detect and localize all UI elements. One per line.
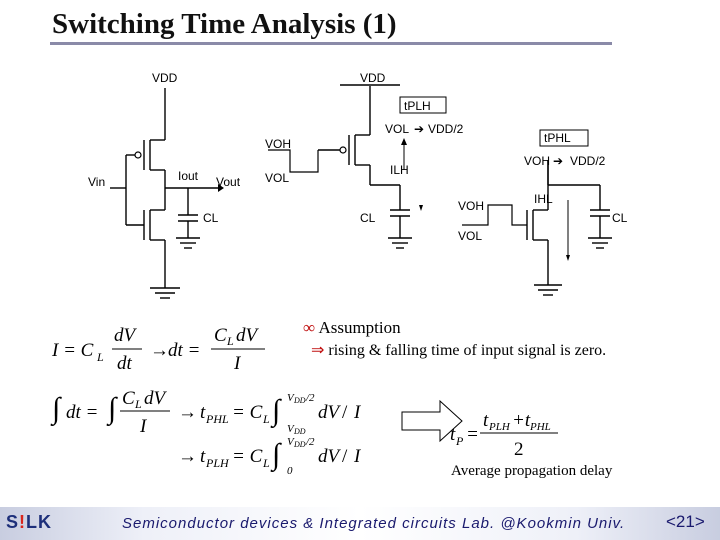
assumption-detail: ⇒ rising & falling time of input signal … — [311, 342, 607, 359]
svg-text:V: V — [287, 423, 295, 435]
svg-text:I: I — [139, 416, 148, 437]
svg-text:2: 2 — [514, 439, 524, 460]
svg-text:PHL: PHL — [205, 412, 229, 426]
arrow-icon: ⇒ — [311, 342, 325, 359]
svg-text:∫: ∫ — [270, 438, 282, 473]
vol-to-label: VOL — [385, 122, 409, 136]
right-voh-label: VOH — [458, 199, 484, 213]
svg-text:L: L — [96, 350, 104, 364]
arrow-right-icon-2: ➔ — [553, 154, 563, 168]
right-vol-label: VOL — [458, 229, 482, 243]
svg-text:+t: +t — [512, 410, 531, 431]
svg-text:/: / — [342, 402, 348, 423]
svg-text:dt: dt — [117, 353, 133, 374]
assumption-title: ∞ Assumption — [303, 318, 401, 337]
svg-text:/2: /2 — [305, 436, 315, 448]
svg-text:dV: dV — [144, 388, 168, 409]
svg-text:t: t — [200, 402, 206, 423]
iout-label: Iout — [178, 169, 199, 183]
svg-text:=: = — [466, 424, 479, 445]
svg-text:I = C: I = C — [51, 340, 94, 361]
svg-text:0: 0 — [287, 465, 293, 477]
vout-label: Vout — [216, 175, 241, 189]
svg-text:t: t — [450, 424, 456, 445]
svg-text:dV: dV — [114, 325, 138, 346]
circuit-diagram: VDD Vin Iout Vout CL VDD tPLH VOH VOL ➔ … — [50, 71, 628, 477]
left-cl-label: CL — [203, 211, 219, 225]
average-delay-label: Average propagation delay — [451, 463, 613, 479]
slide-title: Switching Time Analysis (1) — [52, 8, 397, 40]
right-vdd-half-label: VDD/2 — [570, 154, 606, 168]
svg-text:dV: dV — [236, 325, 260, 346]
svg-text:PHL: PHL — [529, 421, 551, 433]
svg-text:DD: DD — [293, 427, 306, 436]
tphl-label: tPHL — [544, 131, 571, 145]
middle-vdd-label: VDD — [360, 71, 386, 85]
ihl-label: IHL — [534, 192, 553, 206]
svg-text:L: L — [262, 456, 270, 470]
svg-text:dV: dV — [318, 446, 342, 467]
svg-text:L: L — [226, 334, 234, 348]
svg-text:∫: ∫ — [50, 392, 62, 427]
left-vdd-label: VDD — [152, 71, 178, 85]
svg-text:= C: = C — [232, 402, 263, 423]
svg-text:dV: dV — [318, 402, 342, 423]
svg-text:I: I — [353, 402, 362, 423]
svg-text:L: L — [134, 397, 142, 411]
svg-text:V: V — [287, 436, 295, 448]
tplh-label: tPLH — [404, 99, 431, 113]
svg-text:/2: /2 — [305, 392, 315, 404]
svg-text:t: t — [200, 446, 206, 467]
svg-text:P: P — [455, 434, 464, 448]
middle-cl-label: CL — [360, 211, 376, 225]
svg-text:dt =: dt = — [66, 402, 98, 423]
middle-vdd-half-label: VDD/2 — [428, 122, 464, 136]
voh-to-label: VOH — [524, 154, 550, 168]
svg-text:L: L — [262, 412, 270, 426]
svg-text:→: → — [178, 446, 197, 467]
footer-bar — [0, 507, 720, 540]
svg-text:V: V — [287, 392, 295, 404]
svg-text:∫: ∫ — [270, 394, 282, 429]
svg-text:dt =: dt = — [168, 340, 200, 361]
svg-text:PLH: PLH — [488, 421, 511, 433]
svg-text:/: / — [342, 446, 348, 467]
right-cl-label: CL — [612, 211, 628, 225]
page-number: <21> — [666, 512, 705, 531]
svg-text:= C: = C — [232, 446, 263, 467]
bullet-icon: ∞ — [303, 318, 316, 337]
svg-text:t: t — [483, 410, 489, 431]
svg-text:C: C — [122, 388, 135, 409]
svg-text:→: → — [178, 402, 197, 423]
vin-label: Vin — [88, 175, 105, 189]
svg-text:I: I — [233, 353, 242, 374]
title-underline — [50, 42, 612, 45]
ilh-label: ILH — [390, 163, 409, 177]
svg-text:DD: DD — [293, 440, 306, 449]
svg-text:∫: ∫ — [106, 392, 118, 427]
svg-text:C: C — [214, 325, 227, 346]
middle-vol-label: VOL — [265, 171, 289, 185]
silk-logo: S!LK — [6, 512, 53, 532]
svg-text:PLH: PLH — [205, 456, 230, 470]
footer-text: Semiconductor devices & Integrated circu… — [122, 515, 626, 532]
svg-text:→: → — [150, 340, 169, 361]
arrow-right-icon: ➔ — [414, 122, 424, 136]
middle-voh-label: VOH — [265, 137, 291, 151]
svg-text:I: I — [353, 446, 362, 467]
svg-text:DD: DD — [293, 396, 306, 405]
